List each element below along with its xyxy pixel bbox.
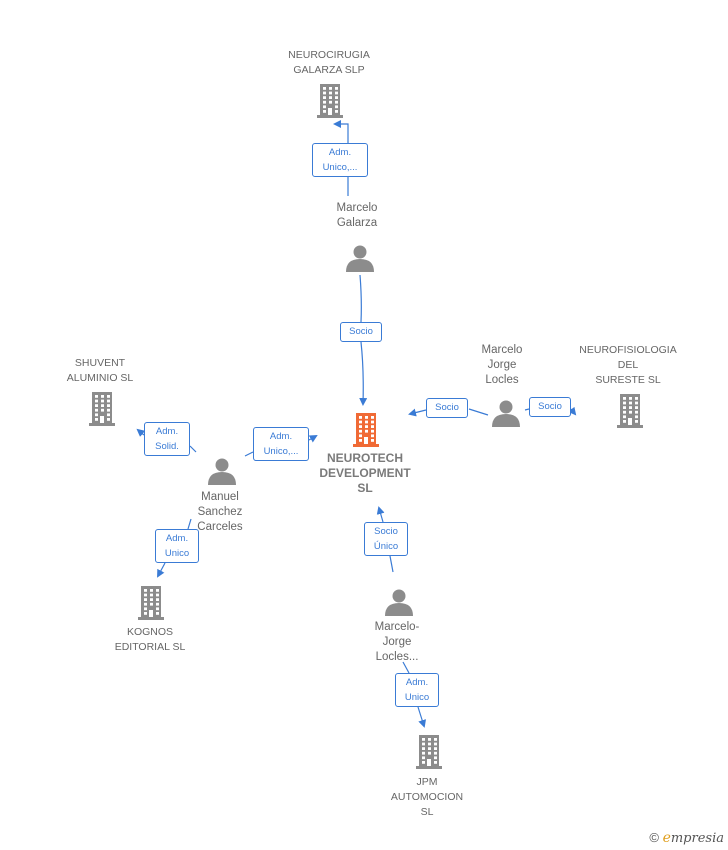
company-label-shuvent[interactable]: SHUVENT ALUMINIO SL (66, 357, 134, 384)
company-label-jpm[interactable]: JPM AUTOMOCION SL (390, 776, 464, 818)
company-label-neurofisiologia[interactable]: NEUROFISIOLOGIA DEL SURESTE SL (579, 344, 677, 386)
company-label-kognos[interactable]: KOGNOS EDITORIAL SL (114, 626, 186, 653)
building-icon[interactable] (317, 84, 343, 118)
edge-manuel-to-shuvent (138, 430, 197, 453)
empresia-logo[interactable]: © empresia (649, 830, 724, 846)
person-label-marcelo-jorge-locles-2[interactable]: Marcelo- Jorge Locles... (374, 621, 420, 663)
edge-label-socio[interactable]: Socio (426, 398, 468, 418)
person-label-marcelo-jorge-locles[interactable]: Marcelo Jorge Locles (481, 344, 523, 386)
building-icon[interactable] (416, 735, 442, 769)
person-icon[interactable] (346, 245, 374, 273)
edge-label-adm-unico[interactable]: Adm. Unico,... (312, 143, 368, 177)
edge-marcelo_galarza-to-neurotech (360, 274, 363, 404)
company-label-neurotech[interactable]: NEUROTECH DEVELOPMENT SL (319, 451, 411, 495)
edge-manuel-to-neurotech (244, 436, 316, 457)
edge-marcelo_jorge2-to-neurotech (379, 508, 394, 573)
person-label-manuel-sanchez[interactable]: Manuel Sanchez Carceles (197, 491, 243, 533)
edge-label-socio-unico[interactable]: Socio Único (364, 522, 408, 556)
edge-label-adm-unico[interactable]: Adm. Unico,... (253, 427, 309, 461)
building-icon[interactable] (617, 394, 643, 428)
building-icon[interactable] (353, 413, 379, 447)
person-icon[interactable] (208, 458, 236, 486)
edge-marcelo_galarza-to-neurocirugia (335, 124, 349, 196)
building-icon[interactable] (89, 392, 115, 426)
edge-manuel-to-kognos (158, 518, 192, 576)
edge-marcelo_jorge2-to-jpm (402, 661, 424, 726)
edge-marcelo_jorge-to-neurofisiologia (524, 409, 575, 414)
building-icon[interactable] (138, 586, 164, 620)
edge-marcelo_jorge-to-neurotech (410, 409, 489, 415)
company-label-neurocirugia[interactable]: NEUROCIRUGIA GALARZA SLP (288, 49, 370, 76)
edge-label-socio[interactable]: Socio (340, 322, 382, 342)
edge-label-adm-unico[interactable]: Adm. Unico (395, 673, 439, 707)
copyright-icon: © (649, 830, 659, 845)
person-icon[interactable] (385, 589, 413, 617)
edge-label-adm-unico[interactable]: Adm. Unico (155, 529, 199, 563)
edge-label-adm-solid[interactable]: Adm. Solid. (144, 422, 190, 456)
person-icon[interactable] (492, 400, 520, 428)
edge-label-socio[interactable]: Socio (529, 397, 571, 417)
person-label-marcelo-galarza[interactable]: Marcelo Galarza (336, 202, 378, 229)
